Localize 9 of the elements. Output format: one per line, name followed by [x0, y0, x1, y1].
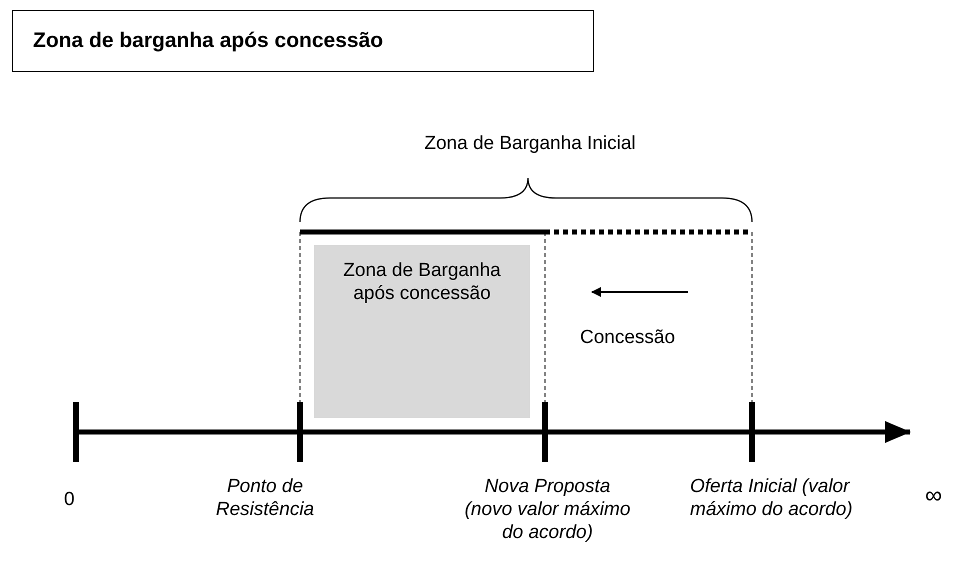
- title-box: Zona de barganha após concessão: [12, 10, 594, 72]
- shaded-zone-box: Zona de Barganha após concessão: [314, 245, 530, 418]
- arrow-label: Concessão: [580, 326, 676, 349]
- point-label: Oferta Inicial (valor máximo do acordo): [690, 475, 854, 521]
- infinity-label: ∞: [925, 484, 942, 507]
- point-label: Nova Proposta (novo valor máximo do acordo): [464, 475, 632, 544]
- bracket-label: Zona de Barganha Inicial: [423, 132, 637, 155]
- point-label: Ponto de Resistência: [214, 475, 316, 521]
- axis-label: 0: [64, 488, 75, 511]
